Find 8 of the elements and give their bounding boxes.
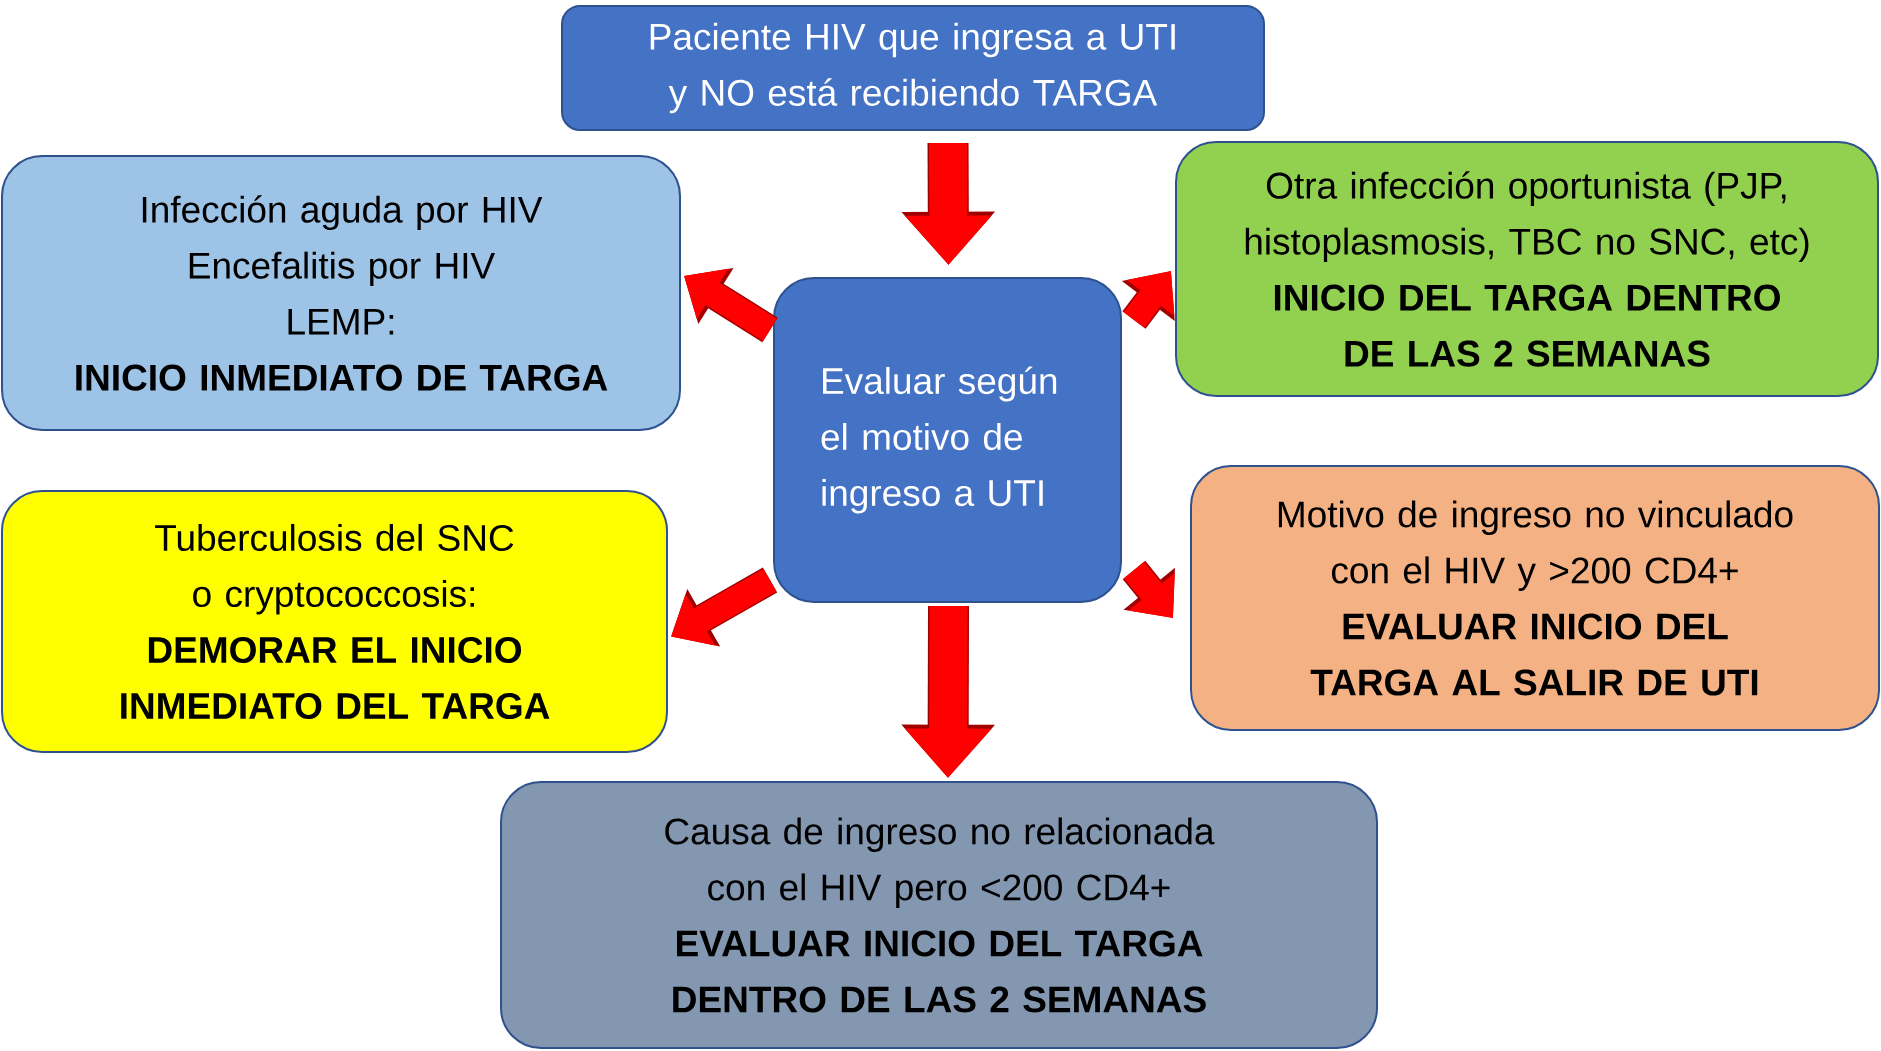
recommendation-box: Tuberculosis del SNC o cryptococcosis: DEMORAR EL INICIO INMEDIATO DEL TARGA	[1, 490, 668, 753]
decision-box: Evaluar según el motivo de ingreso a UTI	[773, 277, 1122, 603]
recommendation-box: Causa de ingreso no relacionada con el HIV pero <200 CD4+ EVALUAR INICIO DEL TARGA DENTRO DE LAS 2 SEMANAS	[500, 781, 1378, 1049]
block-arrow	[1122, 560, 1175, 618]
recommendation-box: Motivo de ingreso no vinculado con el HIV y >200 CD4+ EVALUAR INICIO DEL TARGA AL SALIR DE UTI	[1190, 465, 1880, 731]
recommendation-box: Infección aguda por HIV Encefalitis por HIV LEMP: INICIO INMEDIATO DE TARGA	[1, 155, 681, 431]
recommendation-box: Otra infección oportunista (PJP, histoplasmosis, TBC no SNC, etc) INICIO DEL TARGA DENTRO DE LAS 2 SEMANAS	[1175, 141, 1879, 397]
start-box: Paciente HIV que ingresa a UTI y NO está recibiendo TARGA	[561, 5, 1265, 131]
